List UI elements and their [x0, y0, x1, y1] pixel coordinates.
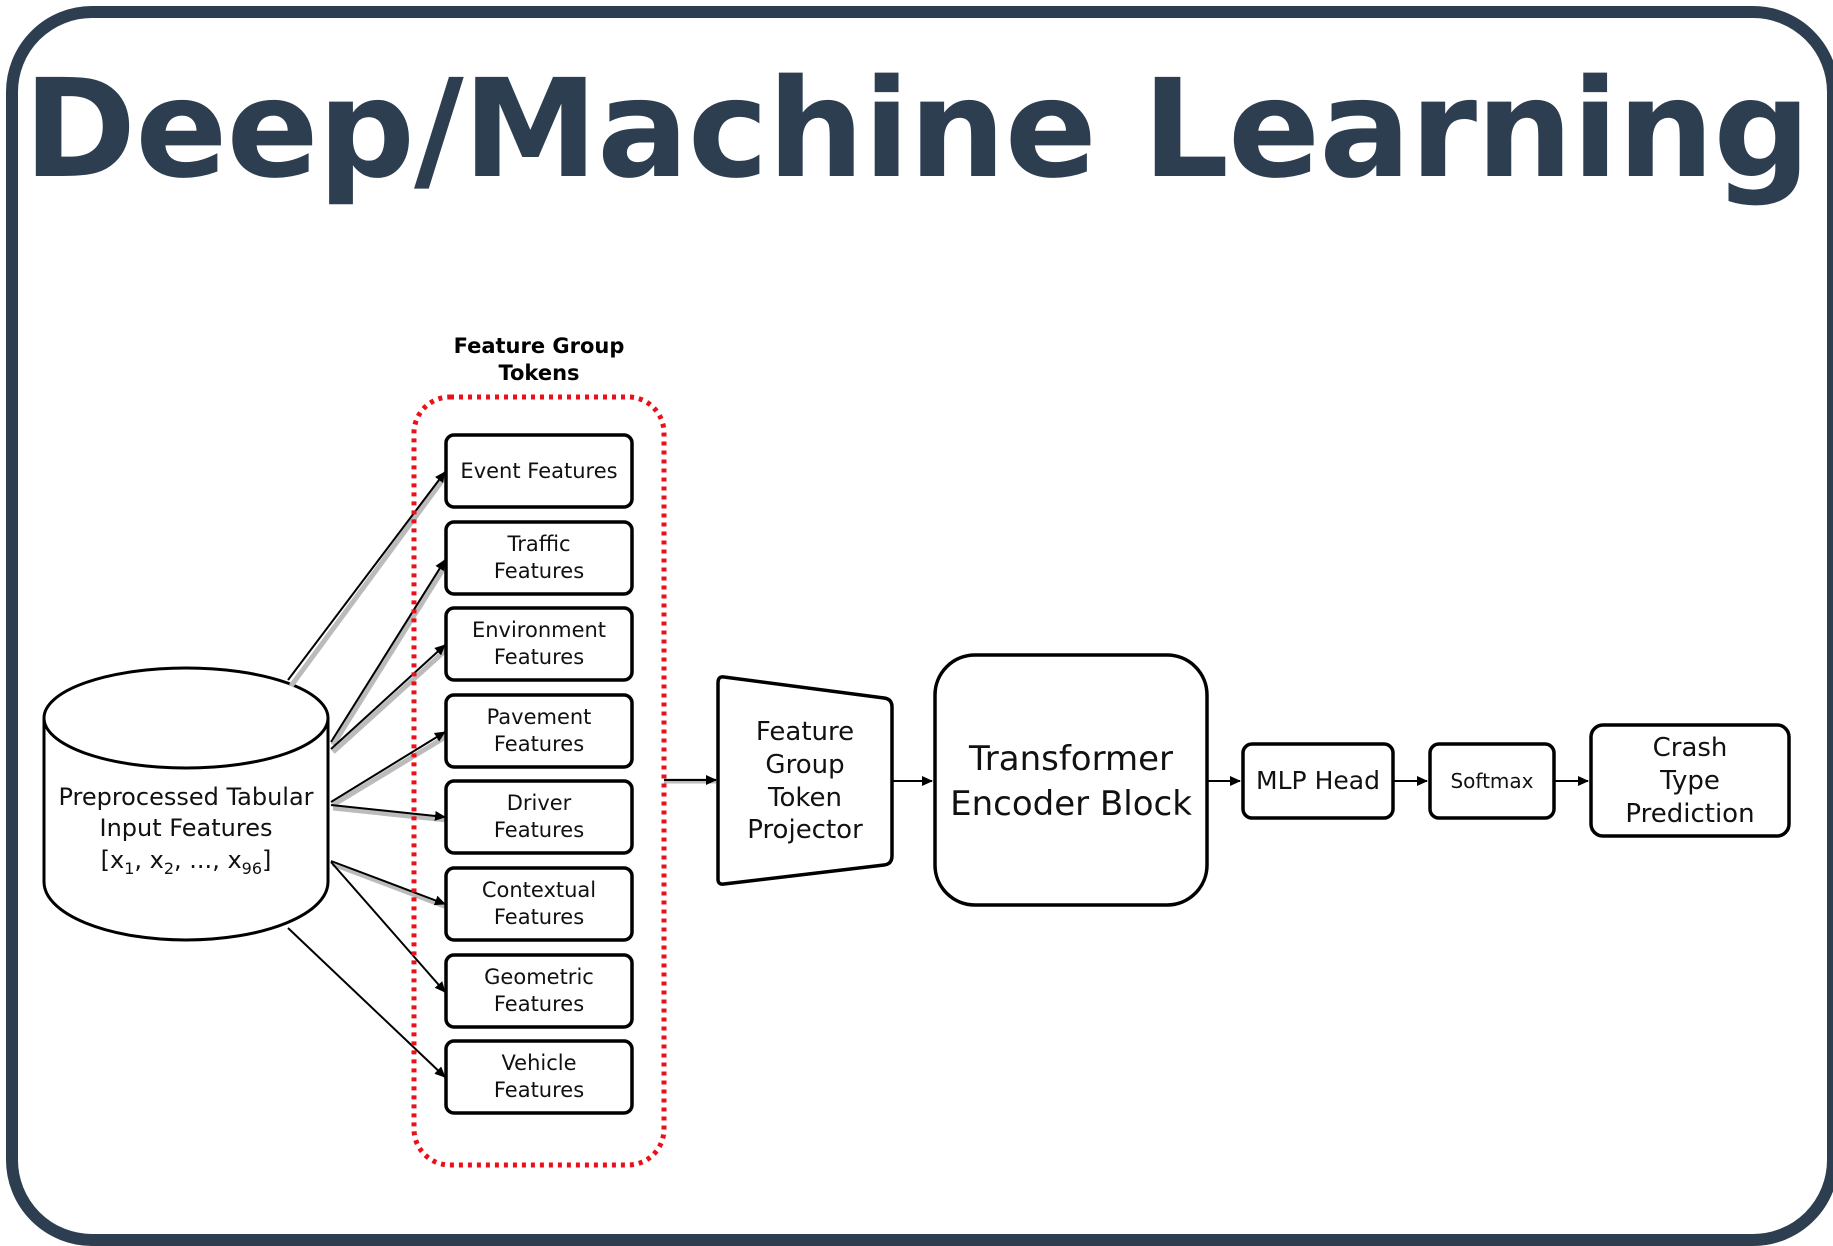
mlp-head-block: MLP Head [1241, 742, 1395, 820]
fan-out-arrows [287, 471, 450, 1078]
token-environment: Environment Features [444, 606, 634, 682]
token-label: Features [494, 732, 584, 756]
input-vector-label: [x1, x2, ..., x96] [101, 846, 272, 878]
token-label: Features [494, 905, 584, 929]
token-driver: Driver Features [444, 779, 634, 855]
token-label: Geometric [484, 965, 594, 989]
token-pavement: Pavement Features [444, 693, 634, 769]
token-label: Traffic [506, 532, 570, 556]
encoder-label-line-1: Transformer [968, 739, 1173, 779]
feature-group-title-line-1: Feature Group [454, 334, 625, 358]
token-label: Features [494, 818, 584, 842]
input-label-line-2: Input Features [100, 814, 273, 842]
projector-label-line-3: Token [767, 783, 842, 813]
encoder-label-line-2: Encoder Block [950, 784, 1192, 824]
input-label-line-1: Preprocessed Tabular [58, 783, 313, 811]
crash-type-prediction-block: Crash Type Prediction [1589, 723, 1791, 838]
token-label: Pavement [487, 705, 592, 729]
token-traffic: Traffic Features [444, 520, 634, 596]
token-label: Features [494, 645, 584, 669]
token-label: Driver [507, 791, 572, 815]
projector-label-line-1: Feature [756, 717, 854, 747]
softmax-block: Softmax [1428, 742, 1556, 820]
token-label: Environment [472, 618, 606, 642]
token-contextual: Contextual Features [444, 866, 634, 942]
transformer-encoder-block: Transformer Encoder Block [933, 653, 1209, 907]
page-title: Deep/Machine Learning [23, 51, 1810, 209]
output-label-line-1: Crash [1653, 733, 1728, 763]
feature-group-title-line-2: Tokens [498, 361, 579, 385]
token-label: Features [494, 559, 584, 583]
token-geometric: Geometric Features [444, 953, 634, 1029]
feature-group-border [411, 394, 667, 1168]
token-label: Vehicle [501, 1051, 576, 1075]
token-label: Event Features [460, 459, 617, 483]
token-label: Features [494, 992, 584, 1016]
projector-label-line-4: Projector [747, 815, 863, 845]
mlp-head-label: MLP Head [1256, 766, 1380, 795]
token-vehicle: Vehicle Features [444, 1039, 634, 1115]
input-data-cylinder: Preprocessed Tabular Input Features [x1,… [42, 666, 330, 942]
token-label: Features [494, 1078, 584, 1102]
projector-label-line-2: Group [765, 750, 844, 780]
output-label-line-2: Type [1659, 766, 1720, 796]
softmax-label: Softmax [1450, 769, 1533, 793]
token-event: Event Features [444, 433, 634, 509]
output-label-line-3: Prediction [1625, 799, 1754, 829]
token-label: Contextual [482, 878, 596, 902]
projector-block: Feature Group Token Projector [716, 675, 894, 886]
